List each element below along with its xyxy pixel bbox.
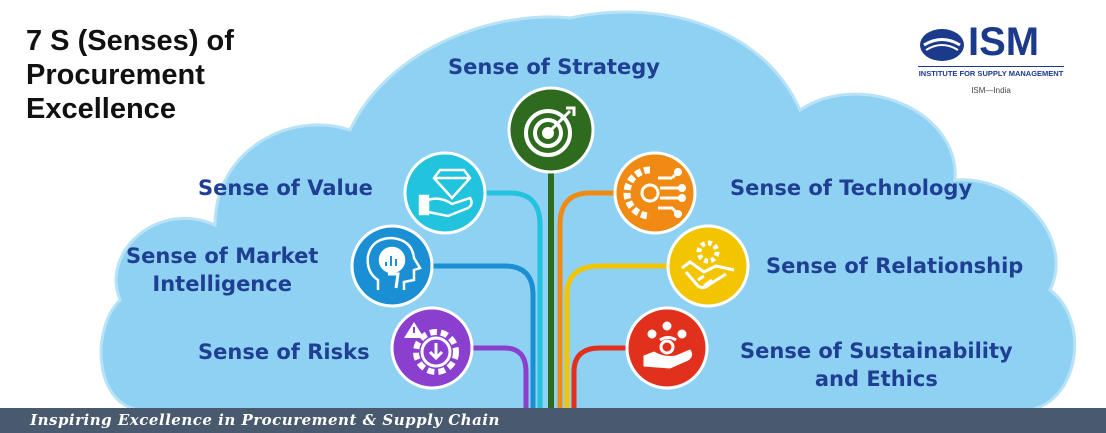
node-technology [613,151,697,235]
stem-value [475,190,543,413]
head-chart-icon [366,236,422,290]
label-risks: Sense of Risks [198,340,370,364]
label-technology: Sense of Technology [730,176,973,200]
title-line-2: Procurement [26,59,205,91]
label-relationship: Sense of Relationship [766,254,1024,278]
node-risks [390,306,474,390]
label-sustainability-line-1: Sense of Sustainability [740,339,1013,363]
target-icon [524,106,576,157]
people-hand-icon [643,321,693,369]
node-market [350,224,434,308]
label-value: Sense of Value [198,176,373,200]
diagram-title: 7 S (Senses) of Procurement Excellence [26,24,326,126]
label-market-line-2: Intelligence [152,272,292,296]
label-strategy: Sense of Strategy [448,55,660,79]
stem-sustainability [571,345,633,413]
tree-stems [427,167,673,413]
ism-globe-icon [920,29,964,61]
node-strategy [507,86,595,174]
node-relationship [666,224,750,308]
handshake-icon [681,240,735,290]
logo-region: ISM—India [971,86,1011,95]
node-value [403,151,487,235]
ism-logo: ISM INSTITUTE FOR SUPPLY MANAGEMENT ISM—… [918,20,1064,96]
label-market-line-1: Sense of Market [126,244,319,268]
label-sustainability: Sense of Sustainability and Ethics [740,337,1013,393]
stem-technology [557,190,625,413]
logo-subtitle: INSTITUTE FOR SUPPLY MANAGEMENT [918,66,1064,78]
footer-tagline-text: Inspiring Excellence in Procurement & Su… [30,411,500,429]
label-sustainability-line-2: and Ethics [814,367,938,391]
stem-relationship [564,263,673,413]
stem-market [427,263,536,413]
title-line-3: Excellence [26,93,176,125]
node-sustainability [625,306,709,390]
footer-bar: Inspiring Excellence in Procurement & Su… [0,408,1106,433]
gear-circuit-icon [623,166,686,220]
diamond-hand-icon [418,168,473,218]
label-market: Sense of Market Intelligence [126,242,318,298]
stem-risks [467,345,529,413]
logo-wordmark: ISM [968,20,1040,64]
title-line-1: 7 S (Senses) of [26,25,234,57]
footer-tagline: Inspiring Excellence in Procurement & Su… [0,411,1106,429]
cloud-background [99,10,1077,412]
gear-alert-icon [404,322,459,375]
